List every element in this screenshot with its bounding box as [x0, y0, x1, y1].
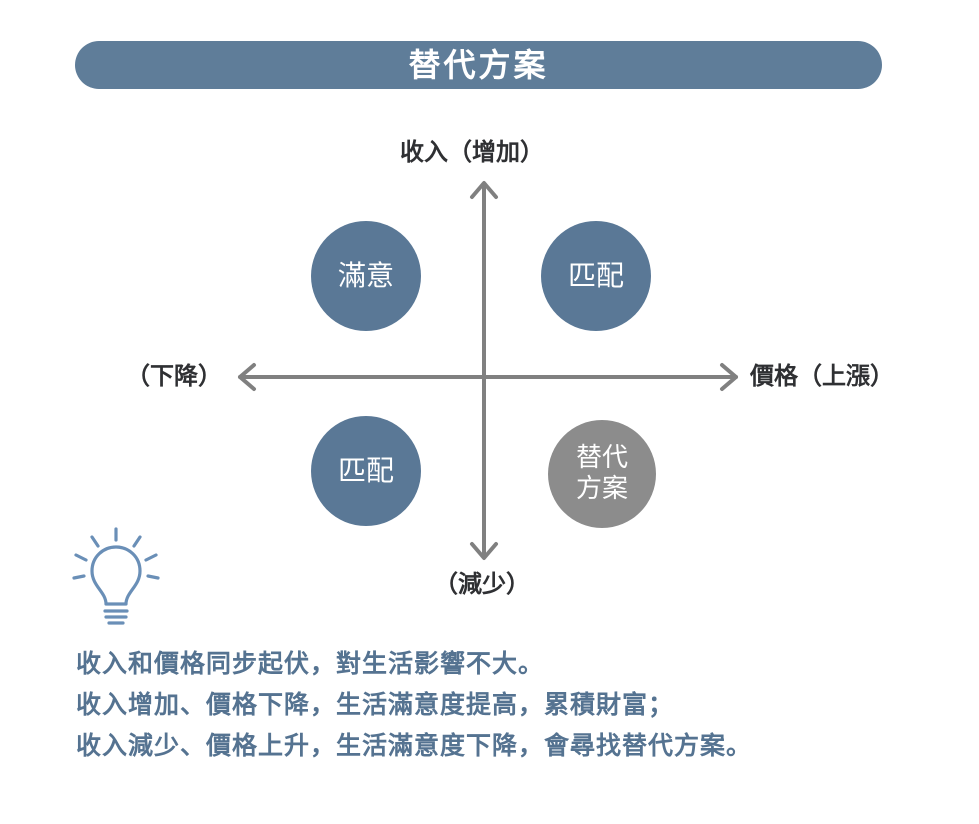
page-title: 替代方案 — [408, 46, 549, 84]
axis-label-price-increase: 價格（上漲） — [750, 362, 894, 390]
quadrant-label: 匹配 — [337, 454, 394, 488]
axis-label-income-increase: 收入（增加） — [400, 138, 544, 166]
title-banner: 替代方案 — [75, 41, 882, 89]
quadrant-label-line-2: 方案 — [575, 474, 628, 504]
arrow-left-icon — [238, 363, 256, 391]
quadrant-label: 滿意 — [337, 259, 394, 293]
axis-label-income-decrease: （減少） — [434, 570, 530, 598]
arrow-up-icon — [470, 181, 498, 199]
quadrant-bottom-right-alternative: 替代 方案 — [548, 420, 656, 528]
quadrant-label: 匹配 — [567, 259, 624, 293]
explanation-notes: 收入和價格同步起伏，對生活影響不大。 收入增加、價格下降，生活滿意度提高，累積財… — [76, 643, 956, 766]
arrow-right-icon — [720, 363, 738, 391]
axis-label-price-decrease: （下降） — [126, 362, 222, 390]
quadrant-label-line-1: 替代 — [575, 442, 628, 473]
note-line-1: 收入和價格同步起伏，對生活影響不大。 — [76, 649, 545, 678]
note-line-3: 收入減少、價格上升，生活滿意度下降，會尋找替代方案。 — [76, 731, 753, 760]
arrow-down-icon — [470, 542, 498, 560]
quadrant-top-right-match: 匹配 — [541, 221, 651, 331]
quadrant-label-stack: 替代 方案 — [576, 443, 628, 505]
lightbulb-icon — [72, 527, 160, 625]
quadrant-bottom-left-match: 匹配 — [311, 416, 421, 526]
quadrant-top-left-satisfied: 滿意 — [311, 221, 421, 331]
note-line-2: 收入增加、價格下降，生活滿意度提高，累積財富； — [76, 690, 675, 719]
